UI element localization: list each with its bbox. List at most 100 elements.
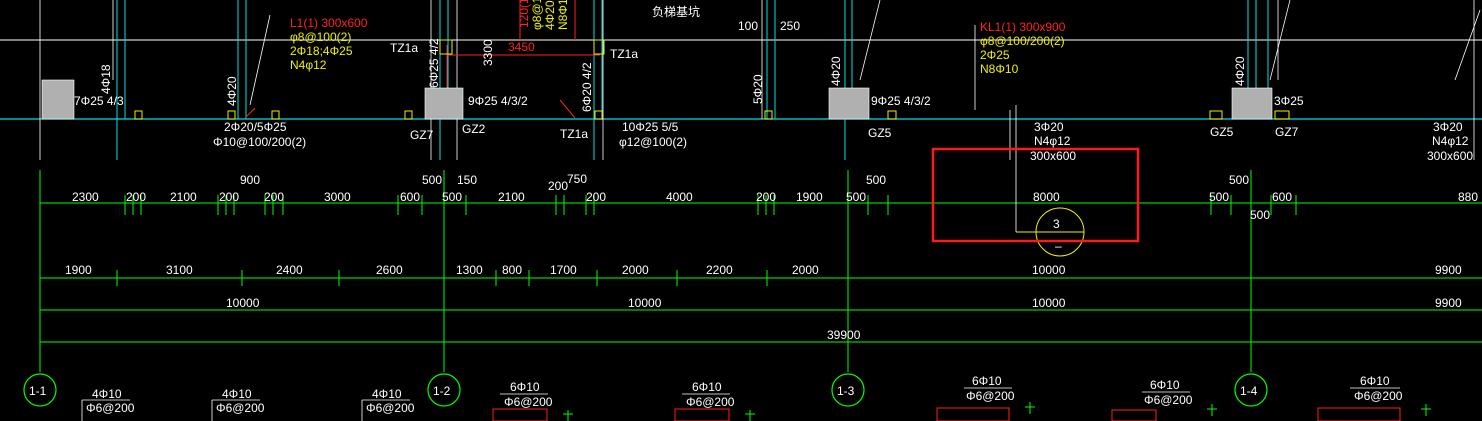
l1-line-2: φ8@100(2)	[290, 30, 351, 44]
axis-bubbles[interactable]: 1-1 1-2 1-3 1-4	[23, 373, 1268, 407]
tag-gz5-a: GZ5	[868, 126, 892, 140]
dim-r1-10: 4000	[666, 190, 693, 204]
section-symbol-top: 3	[1053, 217, 1060, 231]
section-detail-6: 6Φ10 Φ6@200	[936, 374, 1035, 421]
section-detail-2: 4Φ10 Φ6@200	[211, 387, 265, 421]
dim-top-500c: 500	[1229, 173, 1249, 187]
dim-r1-6: 600	[400, 190, 420, 204]
l1-beam-annotation: L1(1) 300x600 φ8@100(2) 2Φ18;4Φ25 N4φ12	[290, 16, 368, 72]
tag-gz7-b: GZ7	[1275, 125, 1299, 139]
bar-b2: 4Φ20	[225, 76, 239, 106]
dim-row1: 2300 200 2100 200 200 3000 600 500 2100 …	[72, 190, 1478, 222]
dim-r2-3: 2600	[376, 263, 403, 277]
sec5-a: 6Φ10	[692, 380, 722, 394]
bar-b1: 4Φ18	[99, 64, 113, 94]
bar-b7-1: 3Φ20	[1034, 120, 1064, 134]
dim-r1-8: 2100	[498, 190, 525, 204]
dim-r3-0: 10000	[226, 296, 260, 310]
dim-r1-16: 600	[1272, 190, 1292, 204]
dim-row3: 10000 10000 10000 9900	[226, 296, 1462, 310]
red-vert-3: 4Φ20;4	[543, 0, 557, 30]
top-center-label: 负梯基坑	[652, 4, 700, 19]
dim-r1-0: 2300	[72, 190, 99, 204]
sec4-b: Φ6@200	[504, 395, 553, 409]
tz1a-right: TZ1a	[610, 47, 638, 61]
section-detail-4: 6Φ10 Φ6@200	[492, 380, 573, 421]
axis-1-4: 1-4	[1234, 373, 1268, 407]
section-detail-3: 4Φ10 Φ6@200	[361, 387, 415, 421]
bar-b7-3: 300x600	[1030, 149, 1076, 163]
kl1-beam-annotation: KL1(1) 300x900 φ8@100/200(2) 2Φ25 N8Φ10	[980, 20, 1066, 76]
dim-r2-2: 2400	[276, 263, 303, 277]
section-detail-7: 6Φ10 Φ6@200	[1111, 378, 1217, 421]
sec7-b: Φ6@200	[1144, 393, 1193, 407]
bottom-sections: 4Φ10 Φ6@200 4Φ10 Φ6@200 4Φ10 Φ6@200 6Φ10…	[81, 374, 1431, 421]
sec8-b: Φ6@200	[1354, 389, 1403, 403]
sec7-a: 6Φ10	[1150, 378, 1180, 392]
dim-r2-7: 2000	[622, 263, 649, 277]
dim-r1-11: 200	[756, 190, 776, 204]
rebar-labels: 4Φ18 7Φ25 4/3 4Φ20 2Φ20/5Φ25 Φ10@100/200…	[74, 38, 1473, 163]
dim-r2-8: 2200	[706, 263, 733, 277]
dim-top-900: 900	[240, 173, 260, 187]
dim-r1-3: 200	[219, 190, 239, 204]
dim-r3-1: 10000	[628, 296, 662, 310]
dim-250: 250	[780, 19, 800, 33]
sec8-a: 6Φ10	[1360, 374, 1390, 388]
dim-top-200: 200	[548, 179, 568, 193]
red-vert-4: N8Φ12	[556, 0, 570, 30]
bar-b9-3: 300x600	[1427, 149, 1473, 163]
section-detail-1: 4Φ10 Φ6@200	[81, 387, 135, 421]
dim-r1-17: 880	[1458, 190, 1478, 204]
highlight-box	[931, 147, 1140, 243]
sec6-a: 6Φ10	[972, 374, 1002, 388]
axis-1-1: 1-1	[23, 373, 57, 407]
sec3-b: Φ6@200	[366, 401, 415, 415]
kl1-line-2: φ8@100/200(2)	[980, 34, 1065, 48]
dim-r1-7: 500	[442, 190, 462, 204]
sec3-a: 4Φ10	[372, 387, 402, 401]
columns	[41, 79, 1273, 120]
dim-r1-13: 500	[846, 190, 866, 204]
dim-3450: 3450	[508, 40, 535, 54]
dim-100: 100	[738, 19, 758, 33]
column-tags: GZ7 GZ2 GZ5 GZ5 GZ7	[410, 122, 1299, 142]
dim-r2-11: 9900	[1435, 263, 1462, 277]
bar-b4-stir: φ12@100(2)	[619, 135, 687, 149]
dim-r3-2: 10000	[1032, 296, 1066, 310]
axis-label-1-3: 1-3	[837, 384, 855, 398]
red-vert-1: 120(1)	[517, 0, 531, 28]
bar-b9-2: N4φ12	[1432, 134, 1469, 148]
bar-b4: 6Φ20 4/2	[580, 62, 594, 112]
bar-b2-stir: Φ10@100/200(2)	[213, 135, 306, 149]
bar-b5: 5Φ20	[751, 74, 765, 104]
bar-b6b: 9Φ25 4/3/2	[871, 94, 931, 108]
tz1a-mid: TZ1a	[560, 127, 588, 141]
dim-r1-15: 500	[1209, 190, 1229, 204]
dim-3300: 3300	[481, 39, 495, 66]
bar-b8: 4Φ20	[1233, 56, 1247, 86]
dim-top-500a: 500	[422, 173, 442, 187]
sec2-a: 4Φ10	[222, 387, 252, 401]
bar-b2-under: 2Φ20/5Φ25	[224, 120, 287, 134]
axis-label-1-2: 1-2	[433, 384, 451, 398]
section-detail-8: 6Φ10 Φ6@200	[1317, 374, 1431, 421]
dim-row2: 1900 3100 2400 2600 1300 800 1700 2000 2…	[65, 263, 1462, 277]
section-symbol[interactable]: 3 –	[1015, 160, 1085, 257]
kl1-line-3: 2Φ25	[980, 48, 1010, 62]
dim-r1-14: 8000	[1033, 190, 1060, 204]
dim-top-500b: 500	[866, 173, 886, 187]
small-posts	[134, 39, 1290, 120]
dim-r1-18: 500	[1250, 208, 1270, 222]
l1-line-3: 2Φ18;4Φ25	[290, 44, 353, 58]
axis-1-2: 1-2	[427, 373, 461, 407]
dim-r2-1: 3100	[166, 263, 193, 277]
section-detail-5: 6Φ10 Φ6@200	[674, 380, 755, 421]
axis-label-1-1: 1-1	[29, 384, 47, 398]
bar-b3b: 9Φ25 4/3/2	[468, 94, 528, 108]
dim-r1-4: 200	[264, 190, 284, 204]
sec1-b: Φ6@200	[86, 401, 135, 415]
sec5-b: Φ6@200	[686, 395, 735, 409]
dim-r1-12: 1900	[796, 190, 823, 204]
